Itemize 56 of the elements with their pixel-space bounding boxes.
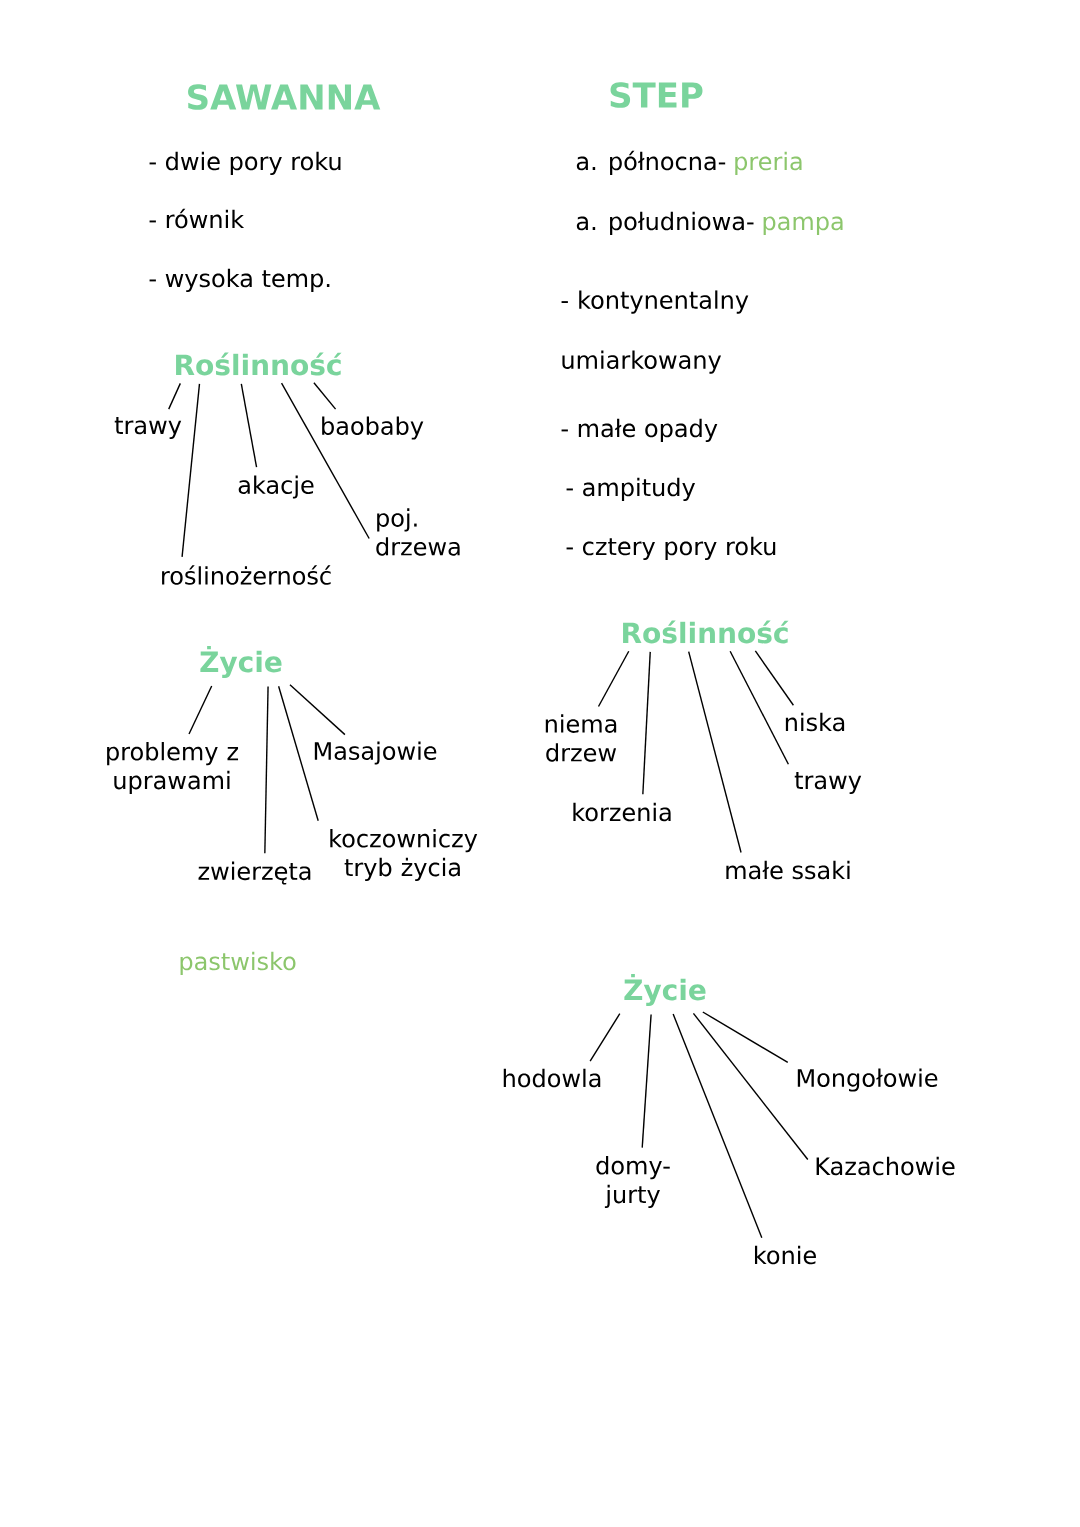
branch-label: akacje	[238, 475, 314, 499]
branch-line	[692, 1012, 809, 1161]
branch-label: trawy	[794, 772, 862, 794]
branch-label: problemy z uprawami	[107, 742, 239, 794]
branch-line	[754, 650, 795, 706]
branch-line	[280, 382, 370, 540]
column-heading: STEP	[610, 82, 703, 108]
column-heading: SAWANNA	[188, 84, 381, 110]
highlighted-term: preria	[735, 151, 802, 175]
branch-line	[277, 685, 319, 822]
branch-line	[729, 650, 790, 765]
topic-label: Życie	[624, 974, 706, 1007]
branch-line	[702, 1011, 789, 1064]
list-item: - małe opady	[561, 418, 718, 442]
branch-label: hodowla	[503, 1068, 601, 1088]
branch-label: Masajowie	[314, 741, 437, 765]
branch-label: roślinożerność	[162, 565, 331, 585]
branch-line	[641, 1013, 652, 1149]
branch-label: małe ssaki	[726, 860, 850, 880]
branch-label: konie	[755, 1245, 816, 1265]
topic-label: Roślinność	[623, 620, 789, 644]
list-item: - równik	[149, 208, 245, 229]
branch-label: zwierzęta	[198, 861, 311, 885]
list-item: - ampitudy	[566, 477, 695, 501]
branch-label: Mongołowie	[797, 1068, 938, 1092]
list-item: - dwie pory roku	[149, 151, 341, 175]
branch-label: koczowniczy tryb życia	[330, 829, 478, 881]
branch-label: Kazachowie	[816, 1156, 955, 1176]
list-item: - cztery pory roku	[566, 536, 776, 560]
branch-line	[687, 651, 742, 854]
branch-line	[313, 382, 337, 410]
branch-line	[642, 651, 651, 796]
branch-label: baobaby	[322, 416, 424, 440]
list-item: a. południowa-	[576, 211, 754, 235]
branch-line	[240, 383, 258, 468]
branch-label: trawy	[114, 417, 182, 439]
branch-label: niska	[785, 712, 845, 732]
branch-label: poj. drzewa	[376, 508, 460, 556]
topic-label: Roślinność	[176, 352, 342, 376]
branch-line	[597, 650, 630, 708]
highlighted-term: pampa	[763, 216, 843, 235]
topic-label: Życie	[200, 646, 282, 679]
list-item: - kontynentalny umiarkowany	[561, 290, 749, 374]
branch-line	[168, 382, 182, 410]
note: pastwisko	[180, 951, 296, 975]
branch-label: domy- jurty	[596, 1156, 670, 1208]
branch-line	[589, 1012, 621, 1062]
branch-line	[289, 684, 346, 736]
branch-line	[188, 685, 213, 735]
list-item: - wysoka temp.	[149, 268, 330, 292]
branch-label: niema drzew	[545, 714, 617, 762]
branch-line	[264, 685, 269, 854]
list-item: a. północna-	[576, 150, 726, 175]
branch-line	[672, 1013, 763, 1239]
branch-line	[181, 383, 201, 558]
branch-label: korzenia	[573, 802, 671, 822]
